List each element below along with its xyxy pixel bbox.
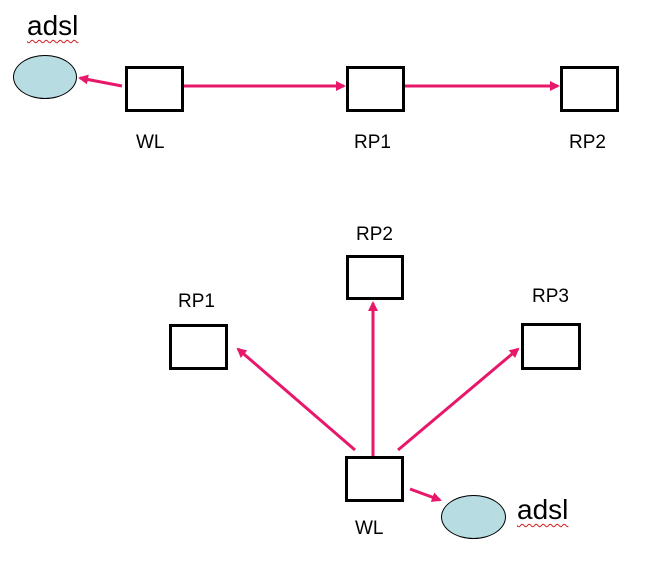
adsl-cloud-node-bottom — [441, 495, 506, 539]
rp2-node-top — [560, 66, 619, 112]
rp1-node-bottom — [169, 324, 228, 370]
rp3-label-bottom: RP3 — [532, 286, 569, 307]
adsl-label-bottom: adsl — [517, 494, 569, 525]
wl-node-top — [125, 66, 184, 112]
wl-label-bottom: WL — [355, 518, 384, 539]
rp1-label-top: RP1 — [354, 132, 391, 153]
rp3-node-bottom — [521, 323, 581, 370]
rp2-node-bottom — [346, 255, 404, 300]
adsl-label-top: adsl — [27, 10, 79, 41]
arrow-wl-to-rp1-bottom — [236, 347, 356, 452]
arrow-wl-to-adsl-bottom — [409, 487, 442, 502]
adsl-cloud-node-top — [13, 55, 77, 99]
wl-node-bottom — [345, 456, 404, 502]
arrow-wl-to-rp3-bottom — [397, 347, 520, 452]
rp1-node-top — [346, 66, 405, 112]
rp2-label-top: RP2 — [569, 132, 606, 153]
rp1-label-bottom: RP1 — [178, 291, 215, 312]
arrow-wl-to-adsl-top — [78, 74, 123, 88]
wl-label-top: WL — [136, 132, 165, 153]
rp2-label-bottom: RP2 — [356, 224, 393, 245]
